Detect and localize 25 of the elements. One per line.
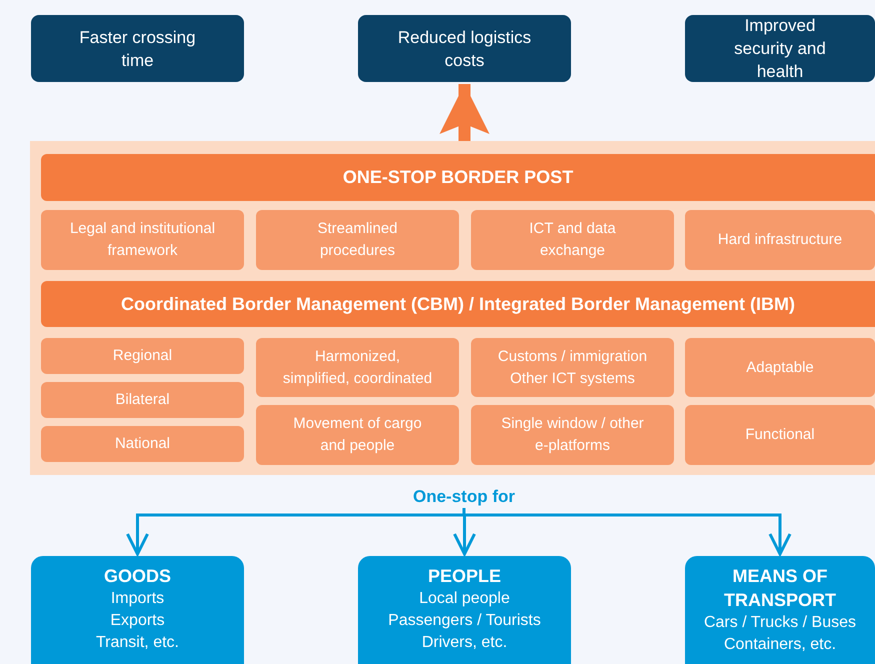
component-box: Bilateral: [41, 382, 244, 418]
component-box: Single window / other e-platforms: [471, 405, 674, 465]
component-box: ICT and data exchange: [471, 210, 674, 270]
category-box: MEANS OF TRANSPORT Cars / Trucks / Buses Containers, etc.: [685, 556, 875, 664]
component-box: Movement of cargo and people: [256, 405, 459, 465]
component-box: Adaptable: [685, 338, 875, 397]
outcome-box: Improved security and health: [685, 15, 875, 82]
category-box: PEOPLE Local people Passengers / Tourists Drivers, etc.: [358, 556, 571, 664]
branch-label: One-stop for: [400, 486, 528, 508]
category-box: GOODS Imports Exports Transit, etc.: [31, 556, 244, 664]
arrow: [462, 508, 792, 556]
component-box: Harmonized, simplified, coordinated: [256, 338, 459, 397]
component-box: National: [41, 426, 244, 462]
panel-background: [30, 141, 875, 475]
header-bar: ONE-STOP BORDER POST: [41, 154, 875, 201]
arrow: [440, 84, 490, 141]
component-box: Streamlined procedures: [256, 210, 459, 270]
header-bar: Coordinated Border Management (CBM) / Integrated Border Management (IBM): [41, 281, 875, 327]
component-box: Legal and institutional framework: [41, 210, 244, 270]
component-box: Hard infrastructure: [685, 210, 875, 270]
component-box: Customs / immigration Other ICT systems: [471, 338, 674, 397]
outcome-box: Faster crossing time: [31, 15, 244, 82]
outcome-box: Reduced logistics costs: [358, 15, 571, 82]
component-box: Functional: [685, 405, 875, 465]
component-box: Regional: [41, 338, 244, 374]
